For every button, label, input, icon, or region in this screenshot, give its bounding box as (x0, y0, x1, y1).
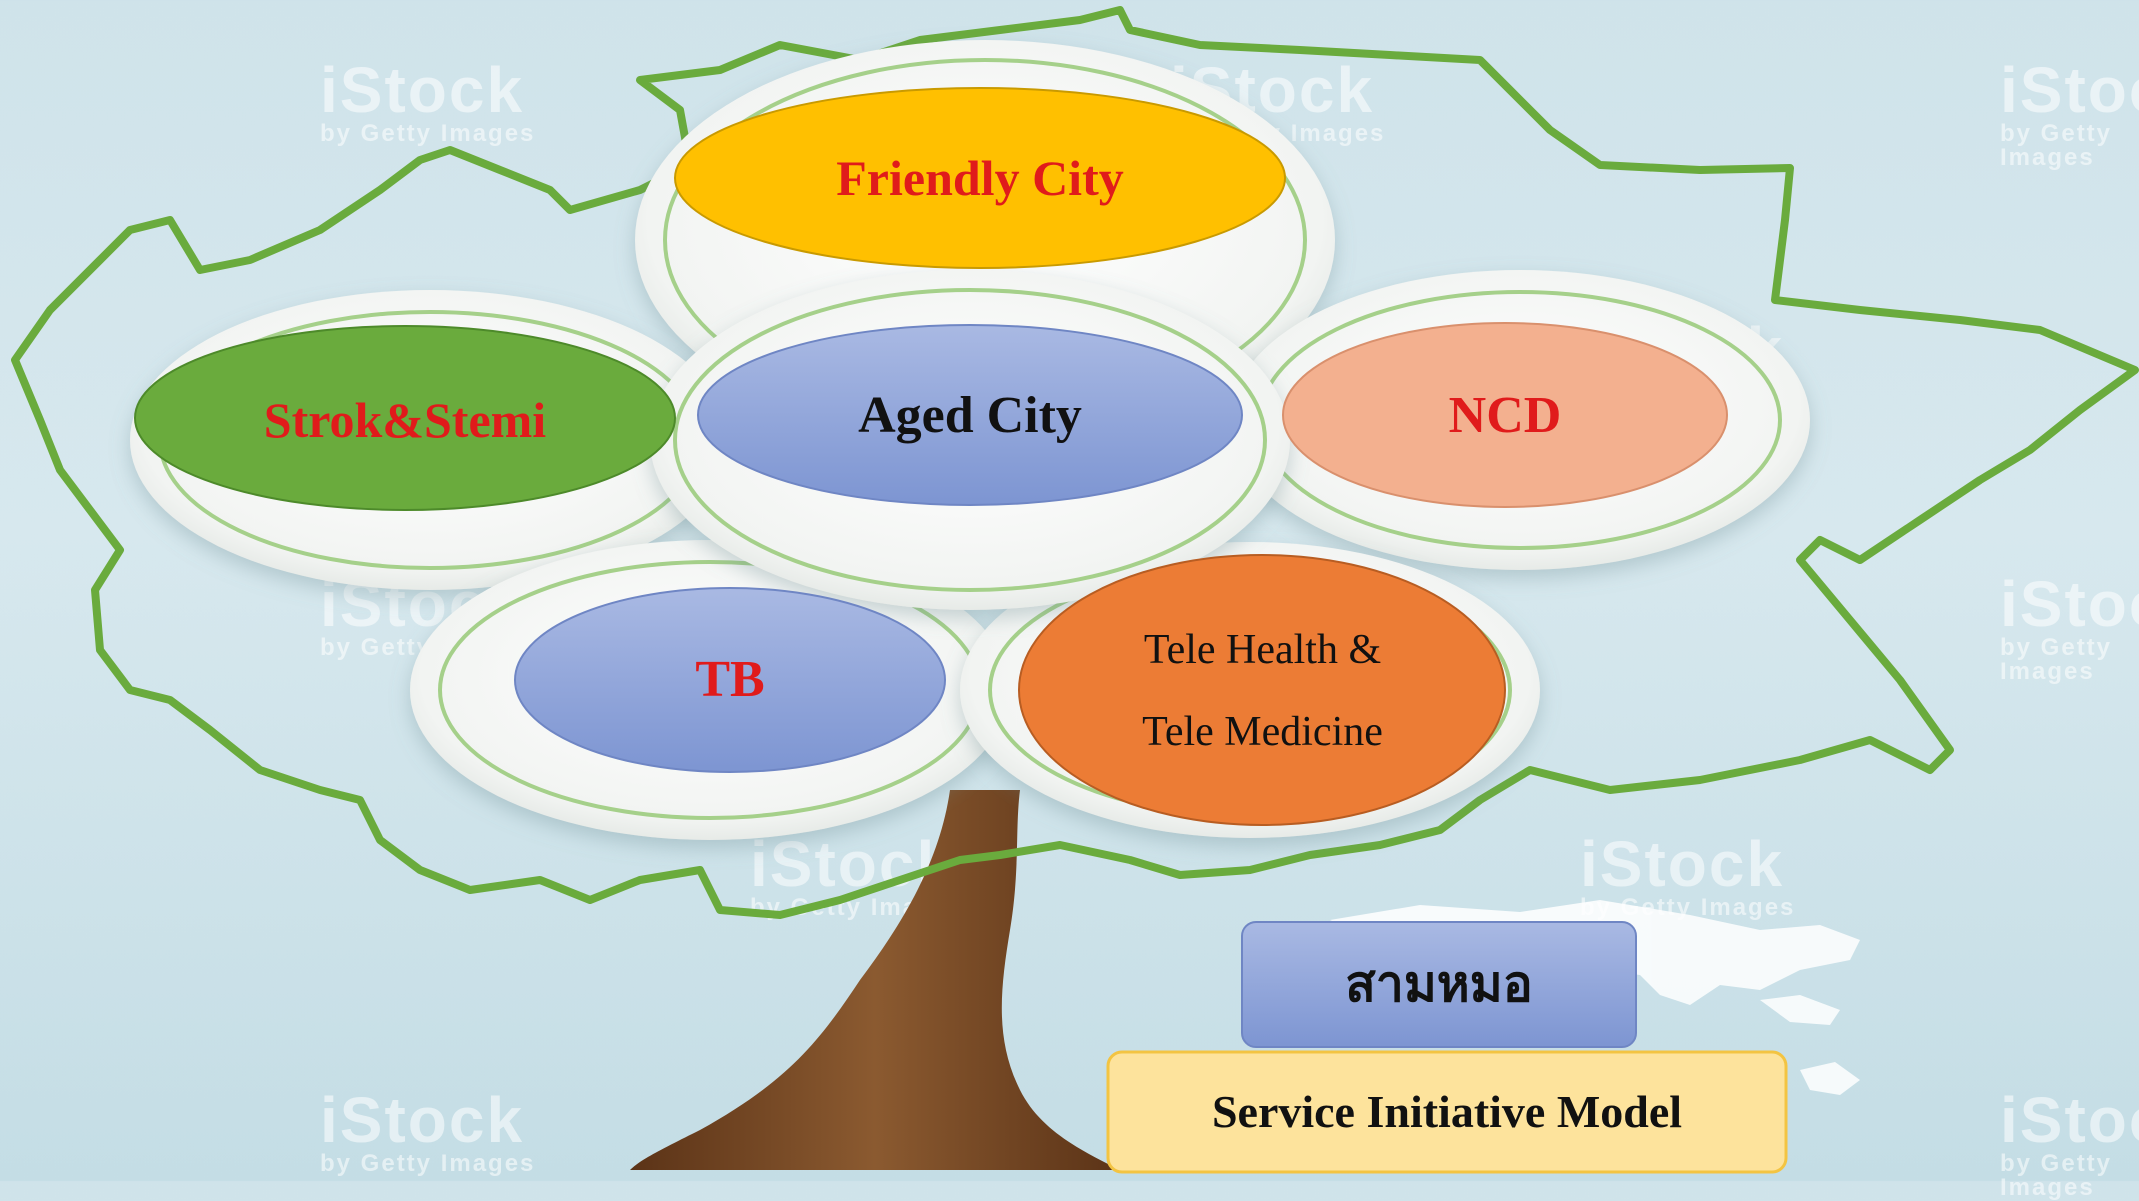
strok-stemi-label: Strok&Stemi (263, 391, 547, 448)
thai-label: สามหมอ (1345, 955, 1533, 1013)
friendly-city-label: Friendly City (836, 149, 1124, 206)
ncd-ellipse (1282, 322, 1728, 508)
tele-health-ellipse (1018, 554, 1506, 826)
tele-health-label: Tele Health & (1143, 626, 1382, 673)
tele-medicine-label: Tele Medicine (1142, 708, 1383, 755)
ncd-label: NCD (1448, 387, 1562, 445)
service-model-label: Service Initiative Model (1211, 1085, 1683, 1137)
service-model-box (1106, 1050, 1788, 1174)
aged-city-label: Aged City (858, 387, 1082, 445)
aged-city-ellipse (697, 324, 1243, 506)
strok-stemi-ellipse (134, 325, 676, 511)
tb-ellipse (514, 587, 946, 773)
thai-label-box (1241, 921, 1637, 1048)
province-outline (11, 6, 2139, 919)
tb-label: TB (695, 651, 765, 709)
tree-trunk (630, 790, 1120, 1170)
friendly-city-ellipse (674, 87, 1286, 269)
